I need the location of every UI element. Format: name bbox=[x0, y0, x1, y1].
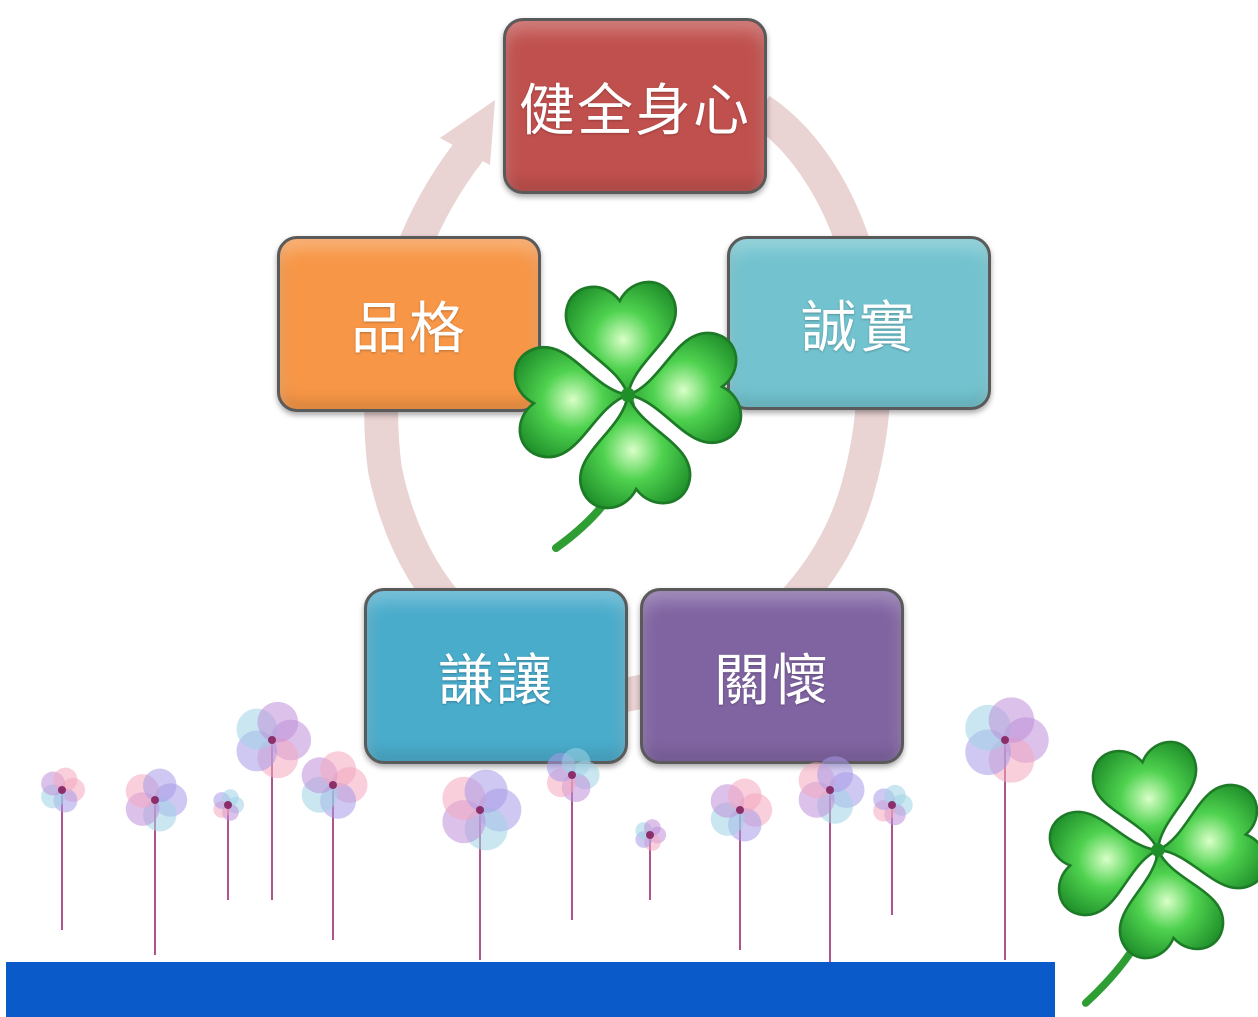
node-care: 關懷 bbox=[640, 588, 904, 764]
node-care-label: 關懷 bbox=[714, 648, 830, 714]
node-humility: 謙讓 bbox=[364, 588, 628, 764]
node-humility-label: 謙讓 bbox=[438, 648, 554, 714]
node-honesty-label: 誠實 bbox=[801, 295, 917, 361]
bottom-bar bbox=[6, 962, 1055, 1017]
node-health: 健全身心 bbox=[503, 18, 767, 194]
node-character: 品格 bbox=[277, 236, 541, 412]
node-health-label: 健全身心 bbox=[519, 78, 751, 144]
node-character-label: 品格 bbox=[351, 296, 467, 362]
node-honesty: 誠實 bbox=[727, 236, 991, 410]
arrow-head bbox=[440, 100, 495, 165]
